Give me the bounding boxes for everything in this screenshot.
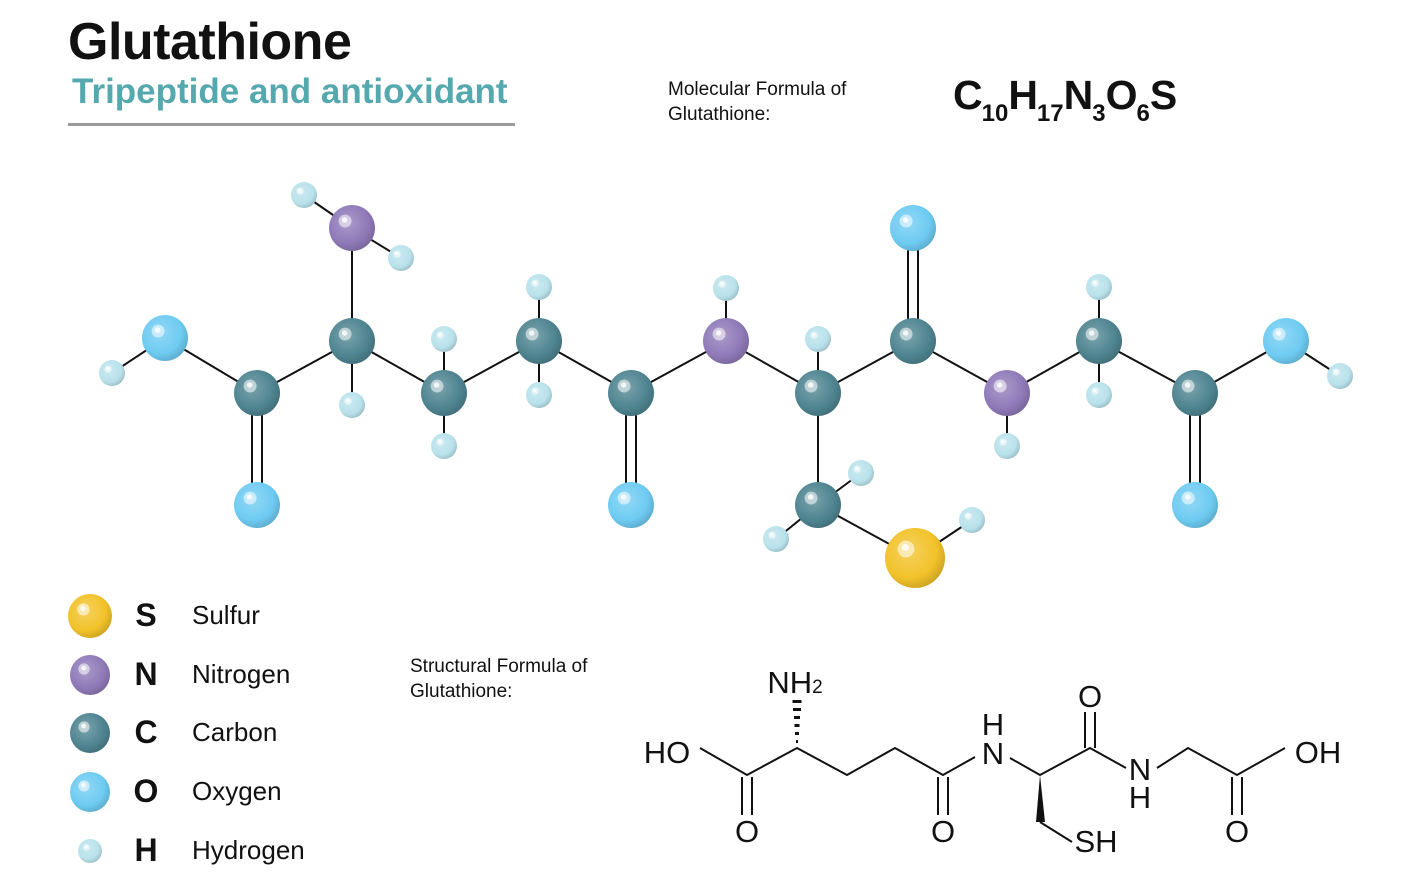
- oxygen-atom: [608, 482, 654, 528]
- carbon-atom: [421, 370, 467, 416]
- atom-label-sh: SH: [1074, 824, 1117, 859]
- atom-label-oh: OH: [1295, 735, 1342, 770]
- atom-label-ho: HO: [644, 735, 691, 770]
- hashed-wedge-bond: [792, 700, 802, 743]
- formula-count: 17: [1036, 100, 1064, 127]
- nitrogen-atom: [984, 370, 1030, 416]
- oxygen-atom: [1263, 318, 1309, 364]
- legend-symbol: S: [135, 597, 157, 633]
- carbon-atom: [1076, 318, 1122, 364]
- hydrogen-atom: [388, 245, 414, 271]
- legend-symbol: H: [134, 832, 158, 868]
- legend-name: Hydrogen: [192, 835, 305, 865]
- hydrogen-atom: [431, 433, 457, 459]
- label-line: Structural Formula of: [410, 656, 588, 677]
- legend-name: Carbon: [192, 717, 278, 747]
- formula-element: S: [1149, 72, 1178, 118]
- atom-label-h: H: [1129, 780, 1151, 815]
- atom-label-nh2: NH2: [767, 665, 822, 700]
- carbon-atom: [70, 713, 110, 753]
- oxygen-atom: [70, 772, 110, 812]
- formula-count: 10: [981, 100, 1009, 127]
- formula-element: O: [1105, 72, 1138, 118]
- hydrogen-atom: [526, 382, 552, 408]
- wedge-bond: [1036, 775, 1045, 822]
- legend-balls: [68, 594, 112, 863]
- nitrogen-atom: [70, 655, 110, 695]
- atom-label-n: N: [1129, 752, 1151, 787]
- nitrogen-atom: [329, 205, 375, 251]
- formula-element: N: [1063, 72, 1094, 118]
- legend-name: Nitrogen: [192, 659, 291, 689]
- nitrogen-atom: [703, 318, 749, 364]
- formula-element: H: [1008, 72, 1038, 118]
- carbon-atom: [890, 318, 936, 364]
- legend-name: Sulfur: [192, 600, 260, 630]
- backbone-bond: [1009, 746, 1127, 777]
- page-title: Glutathione: [68, 13, 352, 71]
- atom-label-h: H: [982, 707, 1004, 742]
- molecular-formula-label: Molecular Formula of Glutathione:: [668, 77, 846, 127]
- legend-symbol: O: [133, 773, 159, 809]
- sulfur-atom: [68, 594, 112, 638]
- ch2-bond: [1039, 821, 1073, 843]
- atom-label-o: O: [931, 814, 955, 849]
- atom-label-n: N: [982, 736, 1004, 771]
- oxygen-atom: [890, 205, 936, 251]
- label-line: Molecular Formula of: [668, 79, 847, 100]
- atom-label-o: O: [735, 814, 759, 849]
- formula-element: C: [953, 72, 983, 118]
- atoms: [99, 182, 1353, 588]
- hydrogen-atom: [713, 275, 739, 301]
- atom-label-o: O: [1225, 814, 1249, 849]
- hydrogen-atom: [994, 433, 1020, 459]
- hydrogen-atom: [339, 392, 365, 418]
- formula-count: 6: [1136, 100, 1150, 127]
- backbone-bond: [1156, 746, 1286, 777]
- hydrogen-atom: [78, 839, 102, 863]
- carbon-atom: [795, 482, 841, 528]
- legend-symbol: N: [134, 656, 158, 692]
- hydrogen-atom: [1086, 274, 1112, 300]
- legend-name: Oxygen: [192, 776, 282, 806]
- hydrogen-atom: [291, 182, 317, 208]
- sulfur-atom: [885, 528, 945, 588]
- molecular-formula: C10H17N3O6S: [953, 72, 1177, 128]
- oxygen-atom: [1172, 482, 1218, 528]
- hydrogen-atom: [1327, 363, 1353, 389]
- legend-symbol: C: [134, 714, 158, 750]
- carbon-atom: [516, 318, 562, 364]
- structural-formula: [699, 700, 1286, 843]
- atom-label-o: O: [1078, 679, 1102, 714]
- backbone-bond: [699, 746, 976, 777]
- label-line: Glutathione:: [410, 681, 513, 702]
- label-line: Glutathione:: [668, 104, 771, 125]
- carbon-atom: [1172, 370, 1218, 416]
- carbon-atom: [795, 370, 841, 416]
- carbon-atom: [329, 318, 375, 364]
- page-subtitle: Tripeptide and antioxidant: [72, 72, 508, 111]
- structural-formula-label: Structural Formula of Glutathione:: [410, 654, 587, 704]
- hydrogen-atom: [848, 460, 874, 486]
- oxygen-atom: [234, 482, 280, 528]
- title-divider: [68, 123, 515, 126]
- hydrogen-atom: [763, 526, 789, 552]
- hydrogen-atom: [1086, 382, 1112, 408]
- carbon-atom: [608, 370, 654, 416]
- hydrogen-atom: [526, 274, 552, 300]
- hydrogen-atom: [99, 360, 125, 386]
- carbon-atom: [234, 370, 280, 416]
- hydrogen-atom: [431, 326, 457, 352]
- formula-count: 3: [1092, 100, 1106, 127]
- bonds: [111, 194, 1341, 559]
- oxygen-atom: [142, 315, 188, 361]
- hydrogen-atom: [805, 326, 831, 352]
- hydrogen-atom: [959, 507, 985, 533]
